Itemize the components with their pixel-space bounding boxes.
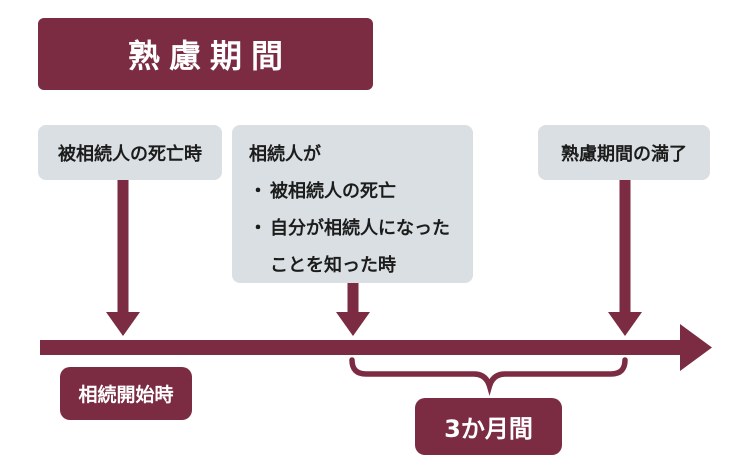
duration-brace-icon (349, 357, 628, 396)
title-banner: 熟慮期間 (38, 18, 373, 90)
duration-label-text: 3か月間 (444, 415, 533, 443)
knowledge-bullet-2-text: 自分が相続人になった (270, 218, 450, 239)
event-box-expiry: 熟慮期間の満了 (538, 125, 710, 180)
knowledge-bullet-1: ・ 被相続人の死亡 (249, 173, 465, 210)
title-text: 熟慮期間 (127, 37, 292, 75)
start-label: 相続開始時 (60, 367, 192, 420)
event-expiry-label: 熟慮期間の満了 (561, 143, 687, 165)
event-box-death: 被相続人の死亡時 (38, 125, 222, 180)
knowledge-bullet-2: ・ 自分が相続人になった (249, 210, 465, 247)
down-arrow-expiry-icon (608, 180, 642, 336)
duration-label: 3か月間 (415, 398, 562, 455)
knowledge-continuation: ことを知った時 (270, 255, 396, 276)
knowledge-bullet-1-text: 被相続人の死亡 (270, 181, 396, 202)
timeline-arrow-icon (40, 324, 712, 371)
bullet-icon: ・ (249, 218, 267, 239)
event-box-knowledge: 相続人が ・ 被相続人の死亡 ・ 自分が相続人になった ことを知った時 (232, 125, 473, 283)
down-arrow-knowledge-icon (336, 283, 370, 336)
event-death-label: 被相続人の死亡時 (58, 143, 202, 165)
bullet-icon: ・ (249, 181, 267, 202)
start-label-text: 相続開始時 (78, 384, 174, 406)
down-arrow-death-icon (106, 180, 140, 336)
knowledge-heading: 相続人が (249, 144, 321, 165)
